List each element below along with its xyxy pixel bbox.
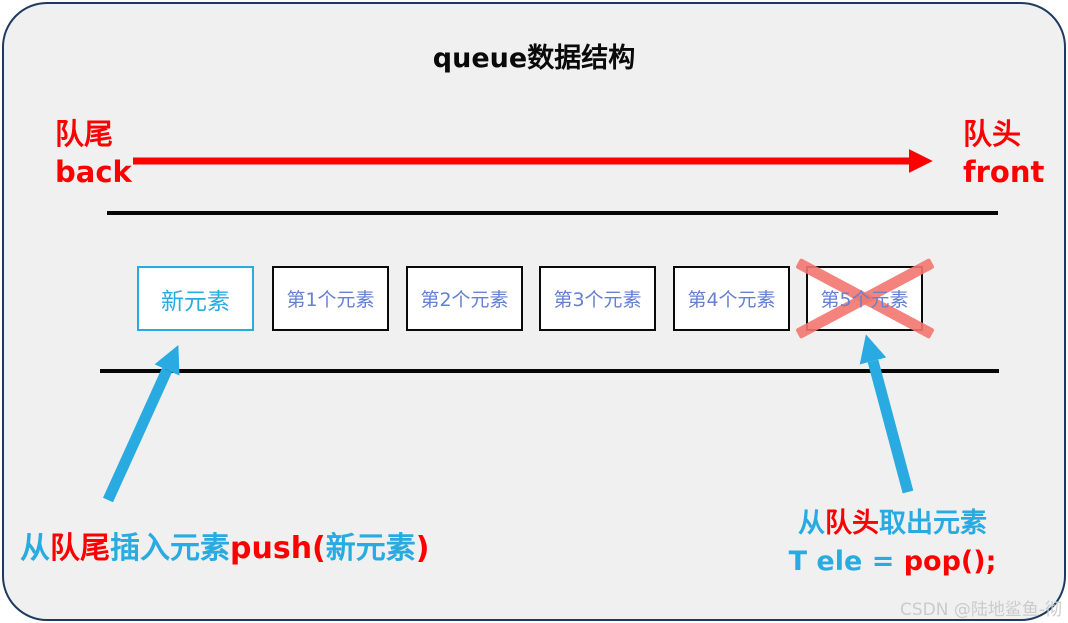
page-title: queue数据结构 xyxy=(432,43,636,74)
text-segment: 插入元素 xyxy=(110,531,230,566)
queue-box-2: 第2个元素 xyxy=(406,266,523,331)
box-label: 第4个元素 xyxy=(687,289,776,311)
box-label: 新元素 xyxy=(161,288,230,315)
text-segment: 从 xyxy=(798,508,825,539)
box-label: 第5个元素 xyxy=(820,289,909,311)
text-segment: 队尾 xyxy=(50,531,110,566)
pop-caption-line1: 从队头取出元素 xyxy=(765,505,1020,543)
queue-box-5-crossed: 第5个元素 xyxy=(795,257,935,340)
queue-box-1: 第1个元素 xyxy=(272,266,389,331)
queue-bottom-line xyxy=(100,369,999,373)
pop-caption: 从队头取出元素 T ele = pop(); xyxy=(765,505,1020,581)
text-segment: 从 xyxy=(20,531,50,566)
box-label: 第3个元素 xyxy=(553,289,642,311)
queue-box-4: 第4个元素 xyxy=(673,266,790,331)
back-label: 队尾 back xyxy=(55,115,132,191)
box-label: 第1个元素 xyxy=(286,289,375,311)
text-segment: 新元素 xyxy=(325,531,416,566)
queue-box-3: 第3个元素 xyxy=(539,266,656,331)
watermark: CSDN @陆地鲨鱼-彻 xyxy=(899,600,1062,620)
text-segment: 取出元素 xyxy=(879,508,987,539)
text-segment: 队头 xyxy=(825,508,879,539)
front-label-en: front xyxy=(963,155,1045,189)
text-segment: pop(); xyxy=(903,546,997,577)
front-label-cn: 队头 xyxy=(963,117,1022,151)
back-label-cn: 队尾 xyxy=(55,117,114,151)
push-caption: 从队尾插入元素push(新元素) xyxy=(20,523,429,567)
text-segment: ) xyxy=(415,531,430,566)
text-segment: T ele = xyxy=(788,546,904,577)
queue-box-new: 新元素 xyxy=(137,266,254,331)
pop-caption-line2: T ele = pop(); xyxy=(765,543,1020,581)
front-label: 队头 front xyxy=(963,115,1044,191)
queue-top-line xyxy=(107,211,998,215)
box-label: 第2个元素 xyxy=(420,289,509,311)
text-segment: push( xyxy=(230,531,326,566)
back-label-en: back xyxy=(55,155,132,189)
